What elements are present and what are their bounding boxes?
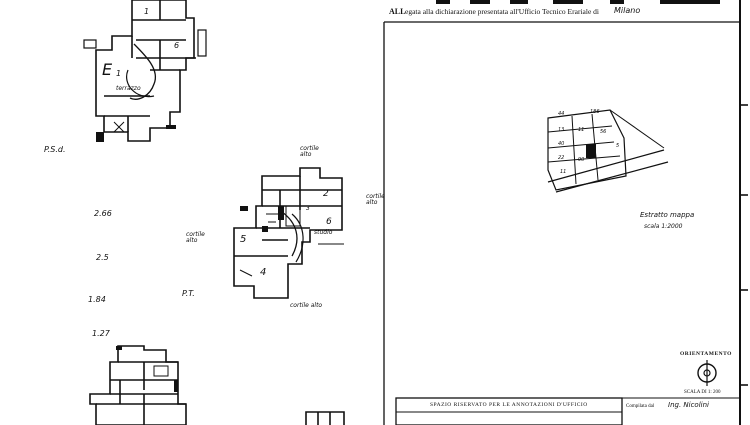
- room-4-label: 4: [260, 267, 267, 278]
- map-cell: 90: [578, 157, 585, 163]
- compiler-name: Ing. Nicolini: [668, 401, 709, 409]
- margin-note-1: 2.66: [94, 209, 112, 218]
- map-cell: 44: [558, 111, 565, 117]
- cortile-right-label: cortile alto: [366, 193, 385, 206]
- orientation-scale: SCALA DI 1: 200: [684, 390, 721, 395]
- header-city: Milano: [614, 6, 641, 15]
- margin-note-3: 1.84: [88, 295, 106, 304]
- map-cell: 56: [600, 129, 607, 135]
- header-prefix: ALL: [389, 7, 406, 16]
- map-cell: 11: [578, 127, 585, 133]
- map-cell: 13: [558, 127, 565, 133]
- studio-label: studio: [314, 229, 333, 236]
- orientation-title: ORIENTAMENTO: [680, 351, 732, 357]
- cortile-top-label: cortile alto: [300, 145, 319, 158]
- margin-note-4: 1.27: [92, 329, 110, 338]
- room-e-number: 1: [116, 69, 122, 78]
- plan-psd-label: P.S.d.: [44, 145, 66, 154]
- room-e-label: E: [102, 60, 113, 79]
- map-scale: scala 1:2000: [644, 223, 683, 230]
- map-caption: Estratto mappa: [640, 211, 695, 219]
- map-cell: 40: [558, 141, 565, 147]
- room-1-top: 1: [144, 7, 150, 16]
- map-cell: 11: [560, 169, 567, 175]
- cortile-bottom-label: cortile alto: [290, 302, 323, 309]
- plan-pt-label: P.T.: [182, 289, 195, 298]
- compiled-by-label: Compilata dal: [626, 404, 655, 409]
- reserved-space-label: SPAZIO RISERVATO PER LE ANNOTAZIONI D'UF…: [430, 402, 588, 408]
- map-cell: 22: [558, 155, 565, 161]
- room-6-top: 6: [174, 41, 180, 50]
- map-cell: 5: [616, 143, 620, 149]
- terrace-label: terrazzo: [116, 85, 141, 92]
- room-5-label: 5: [240, 234, 247, 245]
- room-2-label: 2: [323, 189, 329, 199]
- room-6-label: 6: [326, 217, 332, 227]
- header-declaration-text: egata alla dichiarazione presentata all'…: [405, 7, 599, 16]
- map-cell: 186: [590, 109, 600, 115]
- margin-note-2: 2.5: [96, 253, 109, 262]
- room-3-label: 3: [306, 205, 310, 212]
- cortile-left-label: cortile alto: [186, 231, 205, 244]
